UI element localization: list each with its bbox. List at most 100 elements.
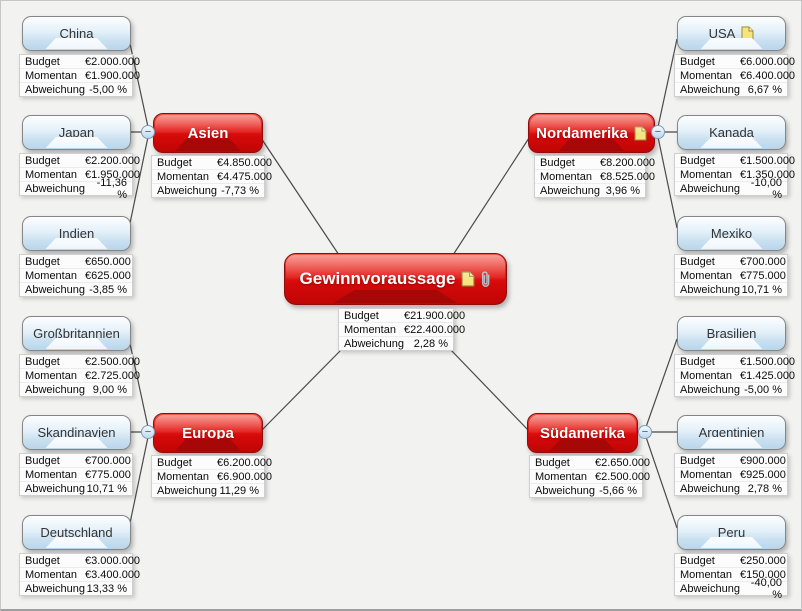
topic-indien[interactable]: Indien <box>22 216 131 251</box>
topic-china[interactable]: China <box>22 16 131 51</box>
row-label: Budget <box>25 355 60 368</box>
note-icon[interactable] <box>461 271 475 287</box>
row-value: €8.200.000 <box>600 156 656 169</box>
row-value: €22.400.000 <box>404 323 466 336</box>
row-label: Momentan <box>25 369 77 382</box>
row-value: 10,71 % <box>86 482 127 495</box>
paperclip-icon[interactable] <box>481 270 491 288</box>
row-value: -5,00 % <box>744 383 782 396</box>
notch <box>45 338 108 349</box>
table-row: Momentan€1.350.000 <box>675 167 795 181</box>
table-row: Budget €6.000.000 <box>675 55 795 68</box>
table-row: Abweichung-10,00 % <box>675 177 787 201</box>
row-value: €4.850.000 <box>217 156 273 169</box>
row-label: Abweichung <box>25 83 85 96</box>
note-icon[interactable] <box>634 126 647 141</box>
topic-asien[interactable]: Asien <box>153 113 263 153</box>
table-row: Momentan€925.000 <box>675 467 787 481</box>
row-label: Abweichung <box>157 184 217 197</box>
row-label: Abweichung <box>25 182 85 195</box>
row-value: 11,29 % <box>219 484 259 497</box>
row-value: 13,33 % <box>86 582 127 595</box>
row-label: Momentan <box>680 369 732 382</box>
row-label: Momentan <box>680 269 732 282</box>
collapse-button-asien[interactable]: − <box>141 125 155 139</box>
topic-argentinien[interactable]: Argentinien <box>677 415 786 450</box>
row-value: €2.500.000 <box>595 470 651 483</box>
row-label: Abweichung <box>25 582 85 595</box>
table-row: Abweichung-7,73 % <box>152 183 264 197</box>
topic-label: Brasilien <box>706 326 757 341</box>
topic-suedamerika[interactable]: Südamerika <box>527 413 638 453</box>
row-label: Momentan <box>680 168 732 181</box>
row-label: Abweichung <box>680 582 740 595</box>
topic-label: Asien <box>187 124 229 142</box>
topic-peru[interactable]: Peru <box>677 515 786 550</box>
row-value: €775.000 <box>740 269 786 282</box>
table-row: Abweichung -5,00 % <box>675 382 787 396</box>
topic-brasilien[interactable]: Brasilien <box>677 316 786 351</box>
collapse-button-suedamerika[interactable]: − <box>638 425 652 439</box>
note-icon[interactable] <box>741 26 754 41</box>
topic-label: Gewinnvoraussage <box>299 269 456 288</box>
table-row: Momentan€6.400.000 <box>675 68 795 82</box>
table-row: Budget€900.000 <box>675 454 787 467</box>
row-label: Momentan <box>25 269 77 282</box>
topic-usa[interactable]: USA <box>677 16 786 51</box>
table-row: Budget€700.000 <box>20 454 132 467</box>
row-value: 9,00 % <box>92 383 127 396</box>
row-label: Budget <box>680 55 715 68</box>
table-row: Momentan€150.000 <box>675 567 787 581</box>
connector-line <box>448 347 530 432</box>
table-row: Abweichung-5,66 % <box>530 483 642 497</box>
connector-line <box>128 136 149 229</box>
table-row: Budget€21.900.000 <box>339 309 465 322</box>
row-label: Momentan <box>535 470 587 483</box>
topic-nordamerika[interactable]: Nordamerika <box>528 113 655 153</box>
row-value: -10,00 % <box>750 176 782 201</box>
topic-label: China <box>59 26 94 41</box>
topic-gewinnvoraussage[interactable]: Gewinnvoraussage <box>284 253 507 305</box>
row-value: -3,85 % <box>89 283 127 296</box>
row-label: Budget <box>540 156 575 169</box>
collapse-button-europa[interactable]: − <box>141 425 155 439</box>
table-row: Abweichung-11,36 % <box>20 177 132 201</box>
table-row: Momentan€8.525.000 <box>535 169 655 183</box>
row-value: €6.000.000 <box>740 55 796 68</box>
row-value: €650.000 <box>85 255 131 268</box>
connector-line <box>645 436 678 529</box>
collapse-button-nordamerika[interactable]: − <box>651 125 665 139</box>
row-value: €3.000.000 <box>85 554 141 567</box>
topic-japan[interactable]: Japan <box>22 115 131 150</box>
row-value: €700.000 <box>85 454 131 467</box>
row-label: Budget <box>25 554 60 567</box>
topic-skandinavien[interactable]: Skandinavien <box>22 415 131 450</box>
topic-grossbritannien[interactable]: Großbritannien <box>22 316 131 351</box>
topic-europa[interactable]: Europa <box>153 413 263 453</box>
table-row: Budget€250.000 <box>675 554 787 567</box>
table-row: Budget€2.500.000 <box>20 355 140 368</box>
row-label: Abweichung <box>680 383 740 396</box>
topic-kanada[interactable]: Kanada <box>677 115 786 150</box>
row-label: Budget <box>25 154 60 167</box>
row-value: €1.900.000 <box>85 69 141 82</box>
row-value: -5,00 % <box>89 83 127 96</box>
row-label: Momentan <box>157 470 209 483</box>
table-row: Budget€6.200.000 <box>152 456 272 469</box>
connector-line <box>260 347 344 432</box>
connector-line <box>657 136 678 229</box>
topic-mexiko[interactable]: Mexiko <box>677 216 786 251</box>
table-row: Momentan€2.725.000 <box>20 368 140 382</box>
topic-deutschland[interactable]: Deutschland <box>22 515 131 550</box>
table-row: Budget€1.500.000 <box>675 355 795 368</box>
